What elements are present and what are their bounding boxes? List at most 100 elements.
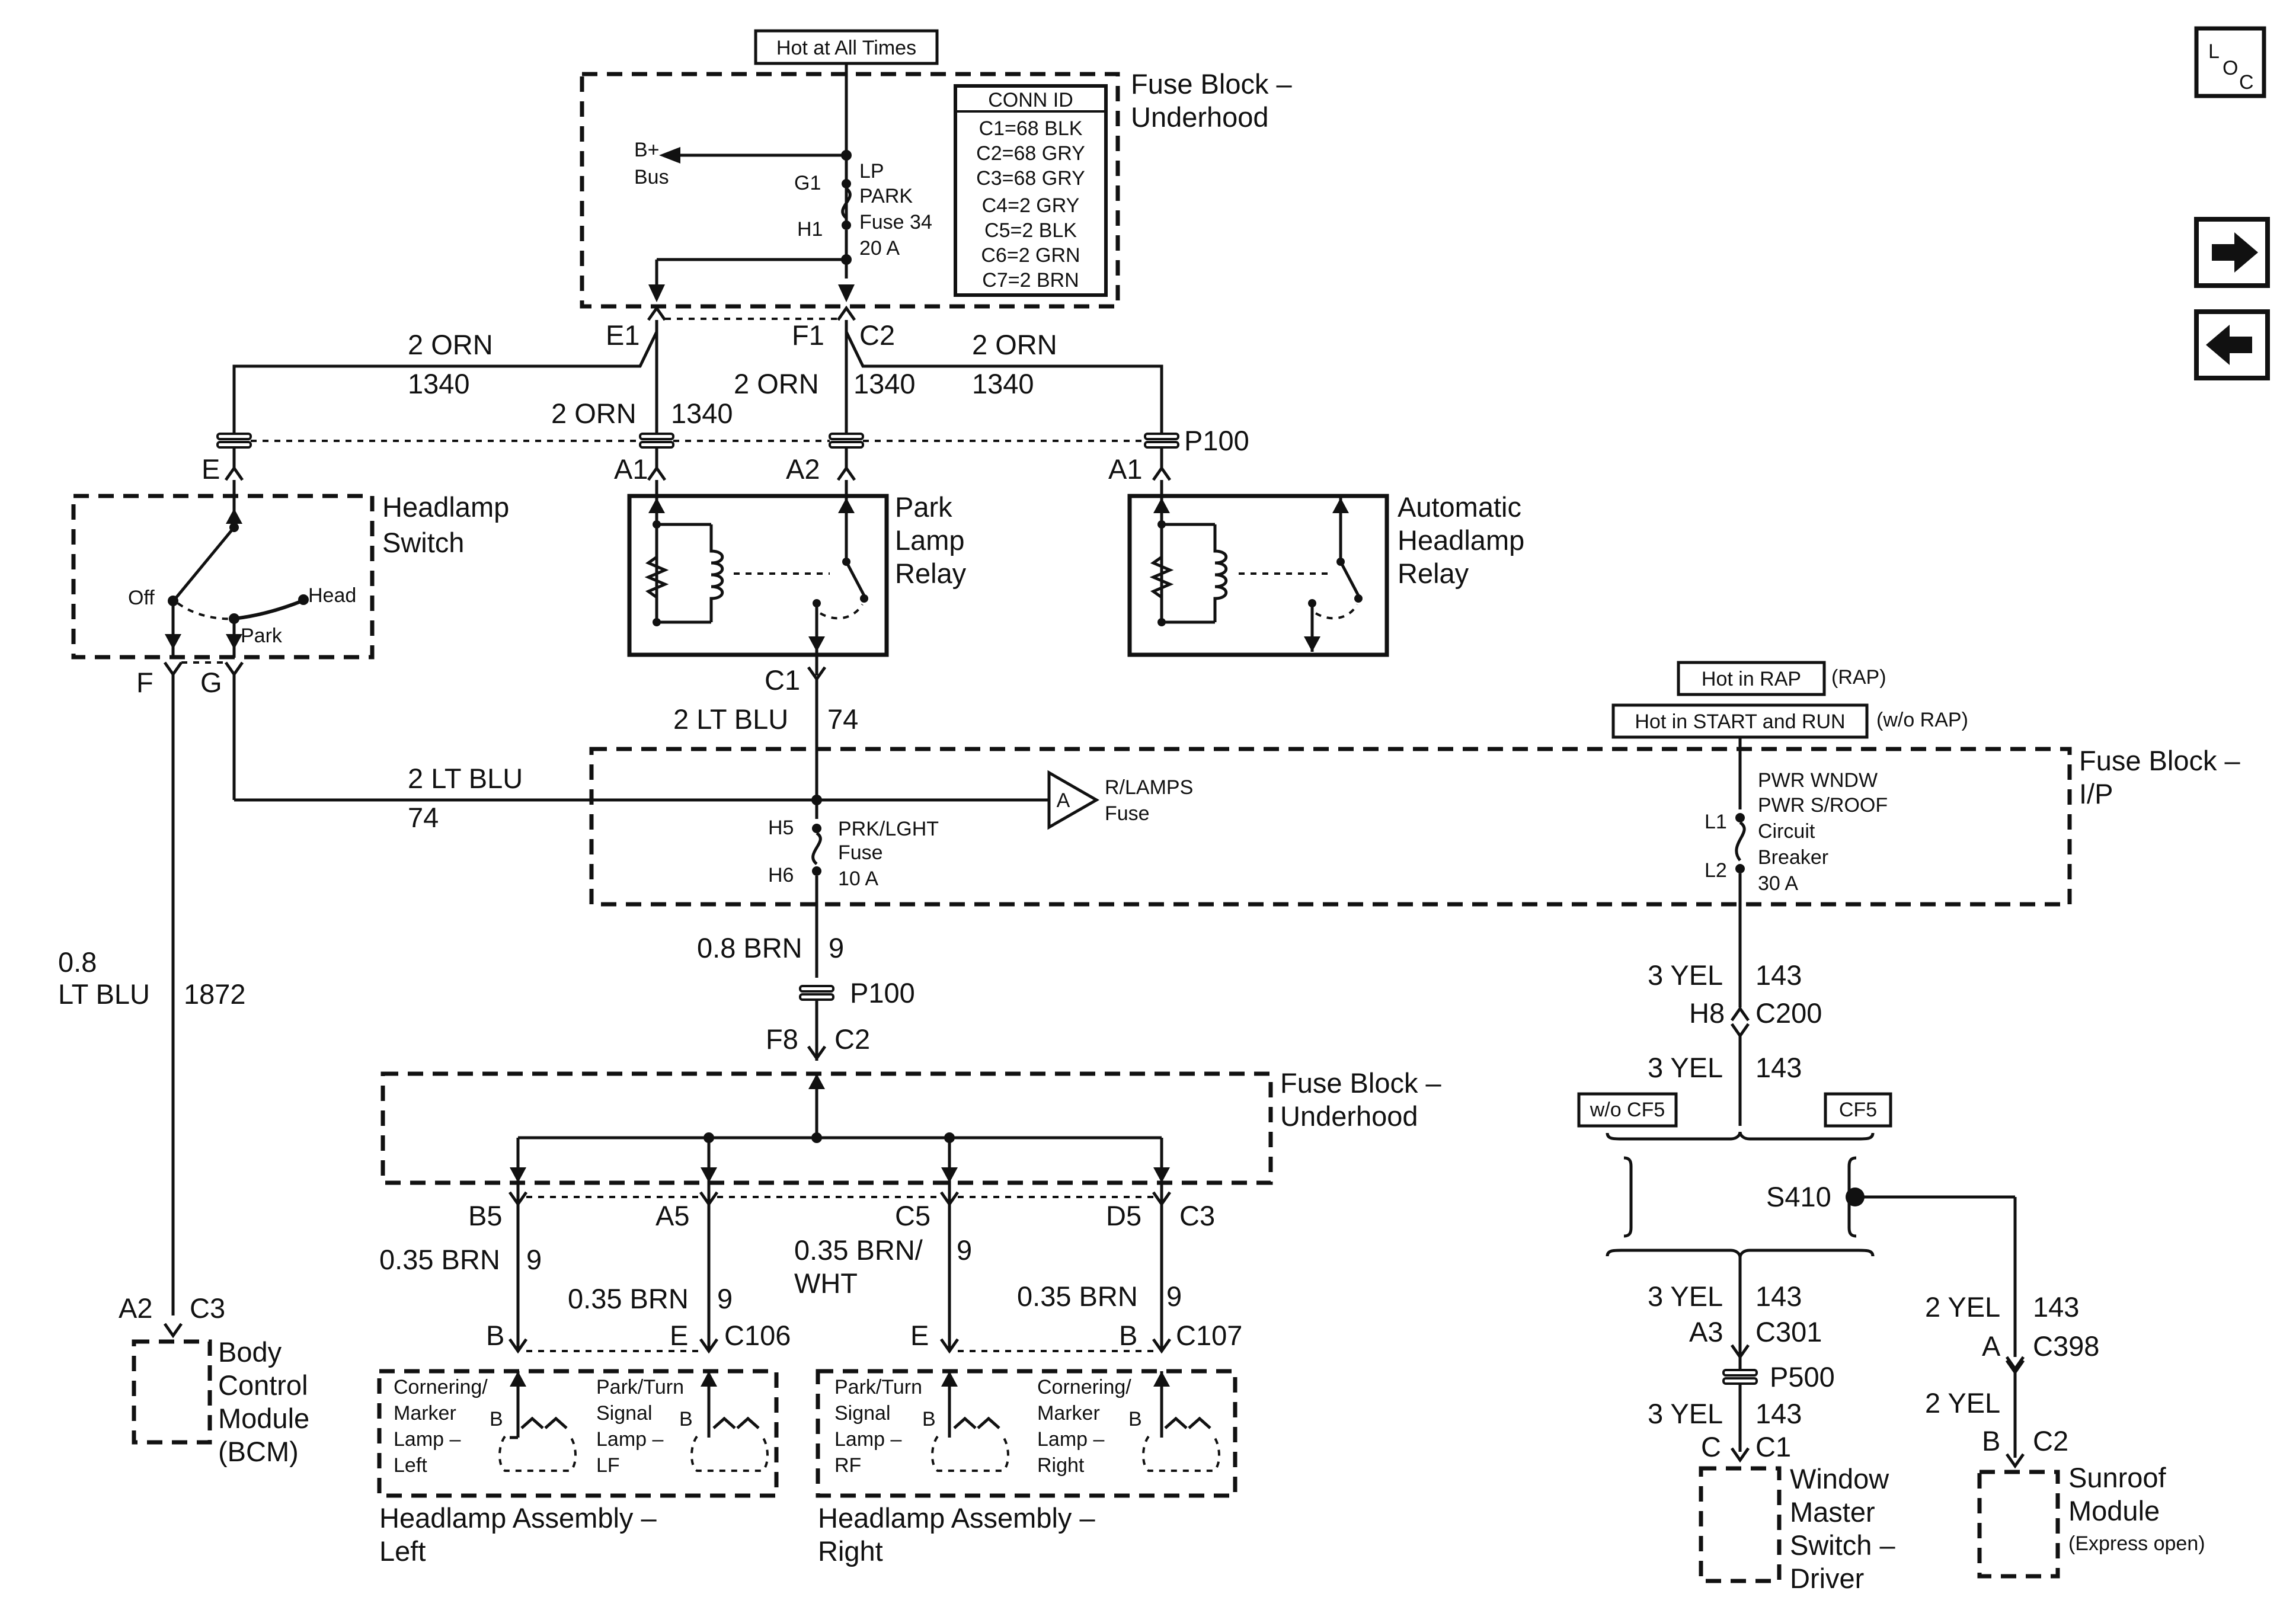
wire-74-circuit: 74 [408,802,439,833]
fuse-label-2: PARK [859,185,913,207]
headlamp-switch: Headlamp Switch Off Head Park F G [71,480,509,698]
lower-fuse-block-subtitle: Underhood [1280,1100,1418,1132]
loc-l-glyph: L [2208,40,2220,63]
previous-page-button[interactable] [2194,309,2270,380]
right-lamp1-line1: Park/Turn [834,1376,922,1398]
pin-f: F [136,667,154,698]
fuse-label-1: LP [859,160,884,183]
circuit-breaker-icon [1735,813,1746,873]
brn-wire-circuit: 9 [829,932,844,964]
conn-id-row: C1=68 BLK [979,117,1083,140]
cb-label-3: Circuit [1758,820,1815,843]
cb-label-2: PWR S/ROOF [1758,794,1888,817]
bcm-wire-color: LT BLU [58,978,150,1010]
conn-id-row: C5=2 BLK [984,219,1077,242]
park-relay-out-circuit: 74 [827,703,858,735]
pin-b5: B5 [468,1200,503,1231]
left-lamp2-line2: Signal [596,1402,653,1425]
left-pin-b: B [486,1320,504,1351]
pin-h1: H1 [797,218,823,241]
sr-c2-label: C2 [2033,1425,2068,1457]
rlamps-tag: A [1057,789,1070,812]
pin-c5: C5 [895,1200,930,1231]
right-pin-e: E [910,1320,929,1351]
yel-wire4-color: 3 YEL [1648,1398,1723,1429]
window-switch-label-1: Window [1790,1463,1889,1494]
hot-at-all-times-label: Hot at All Times [776,37,916,59]
pin-c3-lower: C3 [1179,1200,1215,1231]
cf5-label: CF5 [1839,1099,1877,1121]
sunroof-label-3: (Express open) [2068,1532,2205,1555]
next-page-button[interactable] [2194,217,2270,288]
right-lamp2-line3: Lamp – [1037,1428,1104,1451]
loc-button[interactable]: L O C [2194,26,2266,98]
right-lamp2-line2: Marker [1037,1402,1100,1425]
yel-wire2-color: 3 YEL [1648,1052,1723,1083]
yel-wire3-color: 3 YEL [1648,1281,1723,1312]
p500-label: P500 [1770,1361,1835,1393]
hot-in-rap-label: Hot in RAP [1702,668,1801,690]
switch-park-label: Park [241,625,283,647]
bcm-label-2: Control [218,1369,308,1401]
prk-label-1: PRK/LGHT [838,818,939,840]
fuse-block-subtitle: Underhood [1131,101,1269,133]
park-relay-title-3: Relay [895,558,967,589]
right-lamp2-line4: Right [1037,1454,1085,1477]
prk-label-3: 10 A [838,868,878,890]
c301-label: C301 [1755,1316,1822,1347]
headlamp-assembly-right: Park/Turn Signal Lamp – RF Cornering/ Ma… [816,1369,1237,1567]
wire-a5-circuit: 9 [717,1283,733,1314]
fuse-block-underhood-top: Hot at All Times Fuse Block – Underhood … [580,29,1293,309]
win-pin-c: C [1701,1431,1721,1462]
lower-fuse-block-title: Fuse Block – [1280,1067,1442,1099]
wire-mid1-color: 2 ORN [551,398,637,429]
c398-label: C398 [2033,1330,2099,1362]
wire-left-color: 2 ORN [408,329,493,360]
right-lamp1-line3: Lamp – [834,1428,901,1451]
pin-a5: A5 [655,1200,690,1231]
park-lamp-relay: Park Lamp Relay [627,480,967,676]
sr-wire1-circuit: 143 [2033,1291,2079,1323]
brn-wire-color: 0.8 BRN [697,932,802,964]
left-lamp2-pin-b: B [679,1408,693,1430]
wire-b5-color: 0.35 BRN [379,1244,500,1275]
left-assembly-title: Headlamp Assembly – [379,1502,657,1534]
park-relay-pin-c1: C1 [765,664,800,696]
window-switch-label-2: Master [1790,1496,1875,1528]
p100-label: P100 [1184,425,1249,456]
ip-fuse-title: Fuse Block – [2079,745,2241,776]
sr-pin-a: A [1982,1330,2001,1362]
yel-wire1-color: 3 YEL [1648,959,1723,991]
wire-right-color: 2 ORN [972,329,1057,360]
bcm-pin-a2: A2 [119,1292,153,1324]
bcm-wire-gauge: 0.8 [58,946,97,978]
lp-park-fuse-icon [841,179,852,230]
wire-b5-circuit: 9 [526,1244,542,1275]
p100-lower-label: P100 [850,977,915,1009]
pin-c2-lower: C2 [834,1023,870,1055]
conn-id-table: CONN ID C1=68 BLK C2=68 GRY C3=68 GRY C4… [954,84,1108,297]
bulb-icon [931,1416,1009,1472]
pin-d5: D5 [1106,1200,1141,1231]
prk-pin-h5: H5 [768,817,794,839]
pin-a3: A3 [1689,1316,1723,1347]
left-lamp1-line2: Marker [394,1402,456,1425]
bulb-icon [1142,1416,1220,1472]
switch-head-label: Head [308,584,356,607]
bcm-pin-c3: C3 [190,1292,225,1324]
bcm-label-4: (BCM) [218,1436,299,1467]
conn-id-row: C4=2 GRY [982,194,1080,217]
pin-g1: G1 [794,172,821,194]
pin-f1: F1 [792,319,824,351]
wire-c5-color-2: WHT [794,1267,858,1299]
cb-label-1: PWR WNDW [1758,769,1878,792]
p100-lower-connector-icon [799,985,834,1001]
win-c1-label: C1 [1755,1431,1791,1462]
conn-id-row: C7=2 BRN [982,269,1079,292]
right-assembly-title: Headlamp Assembly – [818,1502,1095,1534]
right-pin-b: B [1119,1320,1137,1351]
hot-in-start-run-label: Hot in START and RUN [1635,710,1845,733]
pin-f8: F8 [766,1023,798,1055]
wire-mid2-color: 2 ORN [734,368,819,399]
